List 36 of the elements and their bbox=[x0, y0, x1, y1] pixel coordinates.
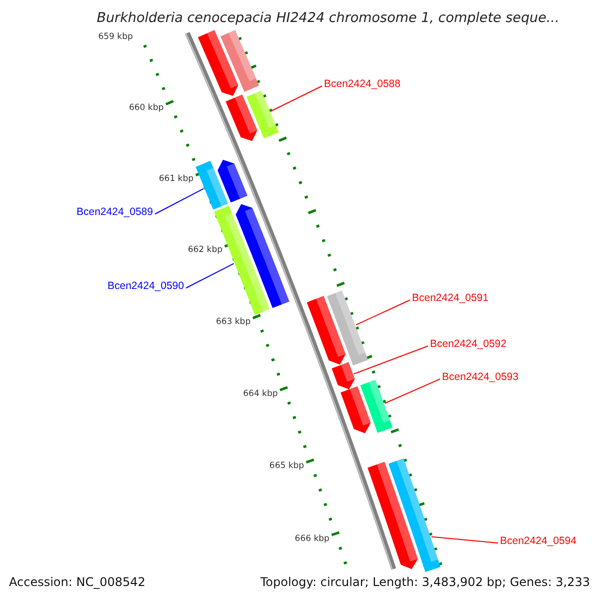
gene-feature bbox=[332, 362, 355, 390]
gene-feature bbox=[198, 30, 238, 96]
leader-line bbox=[354, 346, 428, 374]
tick-label: 662 kbp bbox=[188, 244, 222, 256]
tick-label: 659 kbp bbox=[98, 32, 133, 44]
gene-feature bbox=[236, 204, 290, 308]
gene-label: Bcen2424_0588 bbox=[324, 77, 400, 91]
gene-label: Bcen2424_0589 bbox=[76, 205, 153, 219]
gene-block bbox=[360, 380, 393, 433]
leader-line bbox=[270, 86, 322, 112]
tick-label: 666 kbp bbox=[294, 534, 330, 545]
gene-label: Bcen2424_0590 bbox=[108, 279, 184, 293]
gene-block bbox=[220, 30, 260, 92]
tick-label: 661 kbp bbox=[158, 174, 194, 185]
leader-line bbox=[430, 536, 498, 544]
gene-label: Bcen2424_0591 bbox=[412, 291, 488, 305]
gene-feature bbox=[218, 160, 248, 202]
gene-block bbox=[388, 458, 440, 572]
gene-block bbox=[196, 160, 228, 210]
gene-feature bbox=[368, 462, 418, 570]
gene-label: Bcen2424_0592 bbox=[430, 337, 506, 351]
gene-label: Bcen2424_0593 bbox=[442, 370, 518, 384]
gene-feature bbox=[226, 94, 258, 141]
leader-line bbox=[384, 378, 440, 404]
leader-line bbox=[154, 188, 204, 214]
gene-feature bbox=[340, 386, 371, 434]
tick-label: 665 kbp bbox=[269, 461, 304, 472]
gene-block bbox=[246, 90, 279, 139]
leader-line bbox=[356, 300, 410, 326]
gene-label: Bcen2424_0594 bbox=[500, 534, 576, 548]
gene-block bbox=[326, 290, 368, 366]
gene-feature bbox=[306, 296, 346, 365]
tick-label: 663 kbp bbox=[216, 316, 251, 328]
tick-label: 660 kbp bbox=[128, 102, 164, 114]
tick-label: 664 kbp bbox=[243, 388, 278, 400]
leader-line bbox=[186, 263, 234, 288]
